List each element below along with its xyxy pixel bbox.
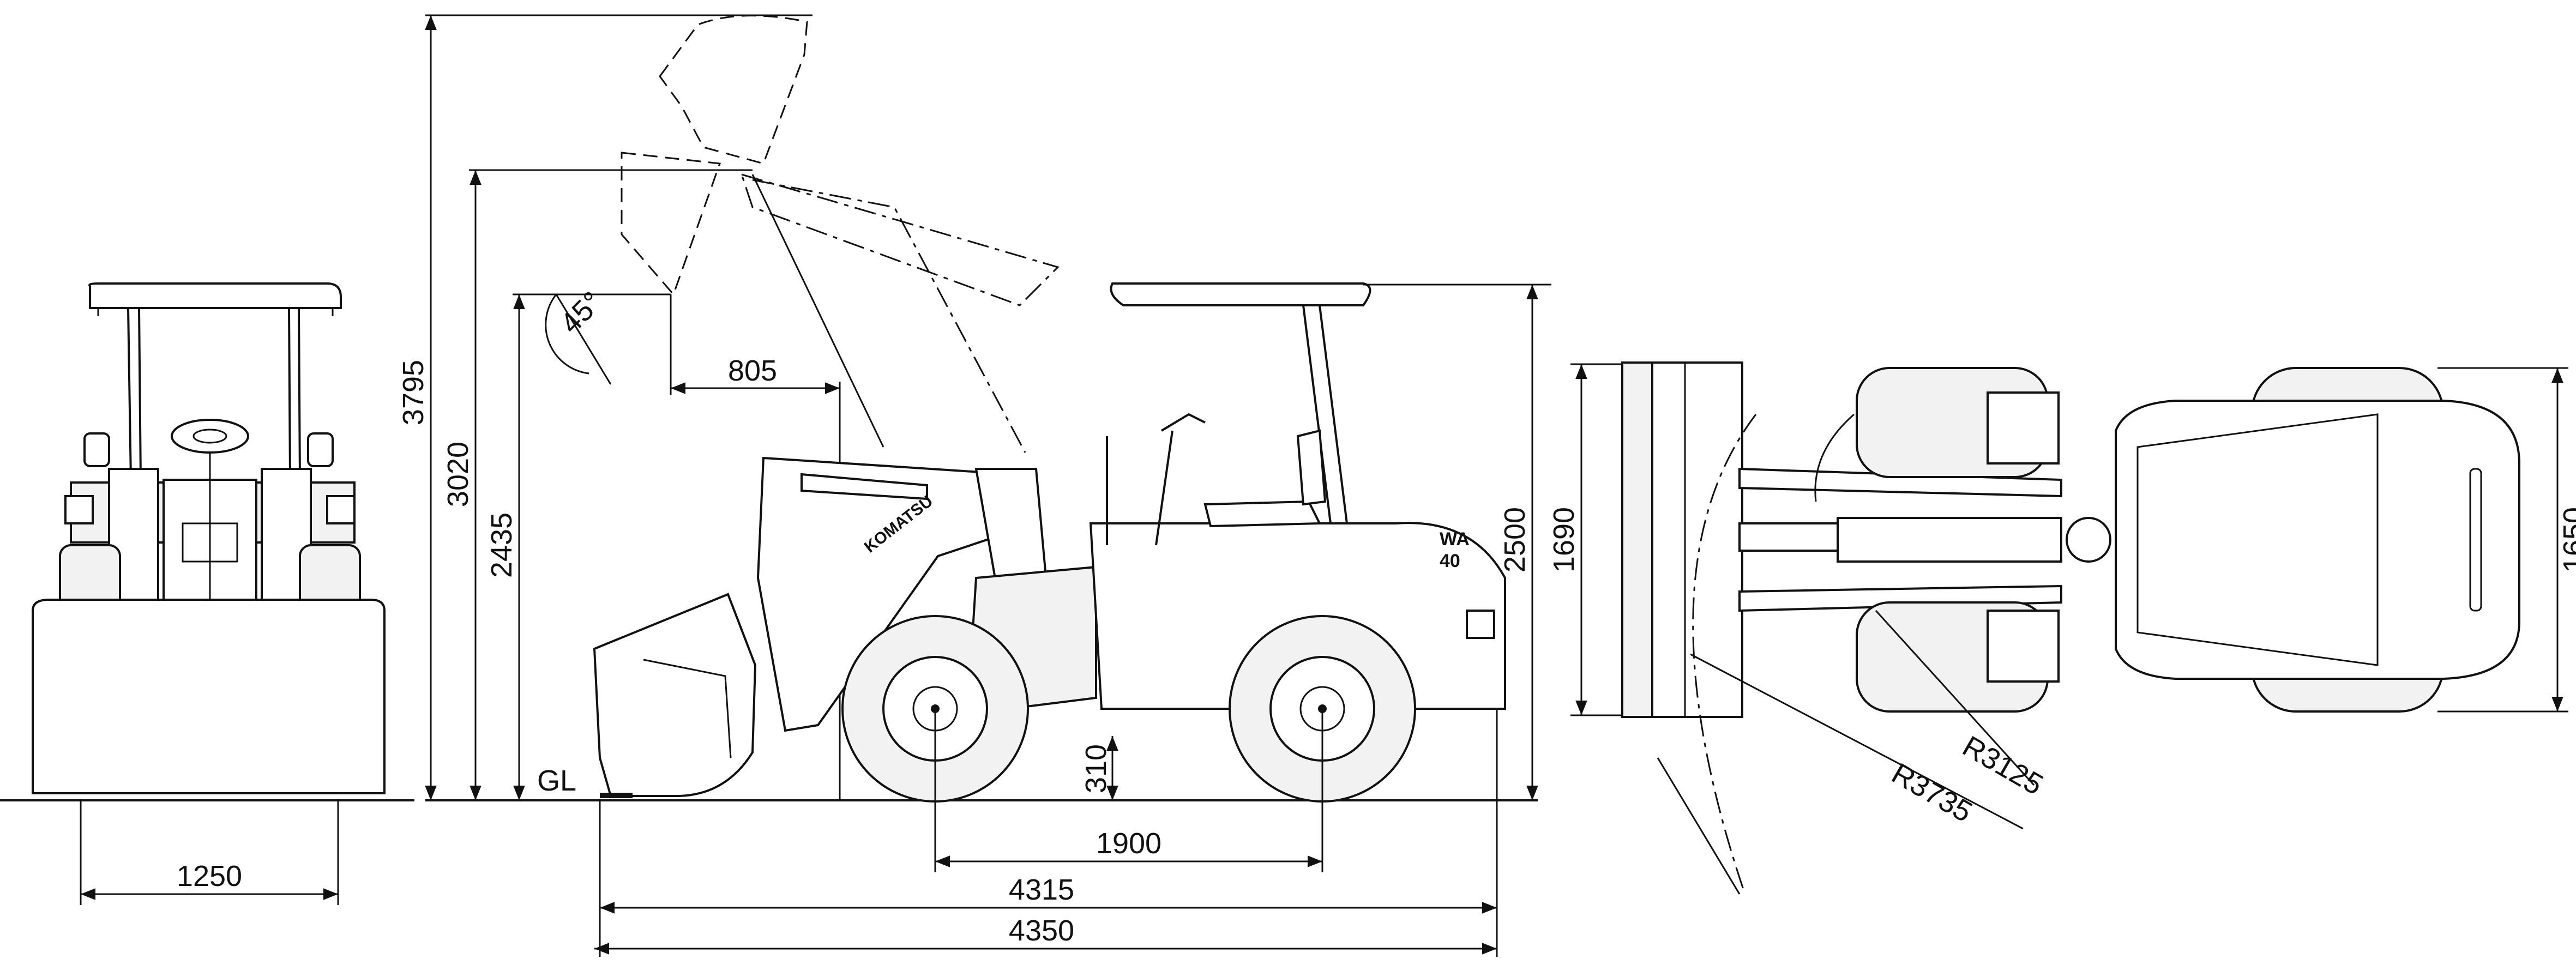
steering-wheel-front: [171, 419, 249, 454]
overall-width-label: 1650: [2557, 507, 2576, 572]
wheelbase-label: 1900: [1096, 827, 1161, 860]
dump-angle-arc: [545, 294, 589, 375]
canopy-roof-front: [88, 282, 342, 309]
overall-height-label: 2500: [1498, 507, 1531, 572]
tail-light: [1466, 610, 1495, 639]
side-view: 3795 3020 2435 GL 45° 805 KOMATSU: [397, 14, 1551, 957]
front-left-fender-top: [1987, 391, 2060, 465]
mirror-left-front: [83, 432, 110, 467]
headlight-right: [326, 495, 356, 524]
front-right-fender-top: [1987, 610, 2060, 683]
model-badge-line1: WA: [1440, 529, 1470, 550]
articulation-joint: [2066, 517, 2111, 563]
bucket-width-label: 1690: [1548, 507, 1580, 572]
raised-arm-centerline: [751, 174, 884, 448]
max-pin-height-label: 3795: [397, 360, 430, 425]
raised-arm-link: [752, 179, 1026, 453]
bucket-cylinder-top: [1738, 522, 1839, 552]
front-width-label: 1250: [177, 860, 242, 892]
dump-reach-label: 805: [728, 354, 777, 387]
outer-turning-radius-label: R3735: [1886, 757, 1978, 829]
rear-grille-top: [2469, 468, 2482, 612]
bucket-cutting-edge: [600, 793, 633, 798]
ground-clearance-label: 310: [1080, 744, 1112, 793]
mirror-right-front: [307, 432, 334, 467]
steering-wheel-side: [1160, 413, 1206, 432]
inner-radius-leader: [1875, 610, 2035, 786]
bucket-front: [32, 599, 386, 794]
raised-bucket-dump: [621, 152, 721, 296]
inner-turning-radius-label: R3125: [1957, 729, 2049, 801]
ground-level-label: GL: [537, 764, 576, 797]
turning-arc-inner: [1814, 413, 1855, 502]
headlight-left: [64, 495, 94, 524]
dump-angle-label: 45°: [554, 285, 609, 340]
seat-back: [1296, 429, 1327, 506]
canopy-roof-side: [1110, 282, 1371, 306]
turning-arc-outer: [1692, 414, 1757, 895]
raised-lift-arm: [740, 173, 1060, 306]
bucket-cutting-edge-top: [1621, 361, 1653, 718]
top-view: 1690 1650 R3125 R3735: [1548, 361, 2576, 895]
seat: [1203, 500, 1322, 528]
front-view: 1250: [32, 282, 386, 905]
lowered-bucket: [593, 593, 757, 797]
front-frame-top: [1837, 517, 2062, 563]
raised-bucket-top: [659, 15, 808, 165]
lift-cylinder: [801, 473, 928, 500]
dump-clearance-label: 2435: [485, 512, 518, 578]
model-badge-line2: 40: [1440, 551, 1460, 571]
canopy-roof-top: [2115, 400, 2520, 680]
canopy-post-rear: [1302, 305, 1332, 524]
overall-length-label: 4350: [1009, 914, 1074, 947]
outer-radius-leader: [1690, 653, 2024, 830]
length-bucket-ground-label: 4315: [1009, 873, 1074, 906]
hinge-pin-height-label: 3020: [442, 442, 474, 507]
